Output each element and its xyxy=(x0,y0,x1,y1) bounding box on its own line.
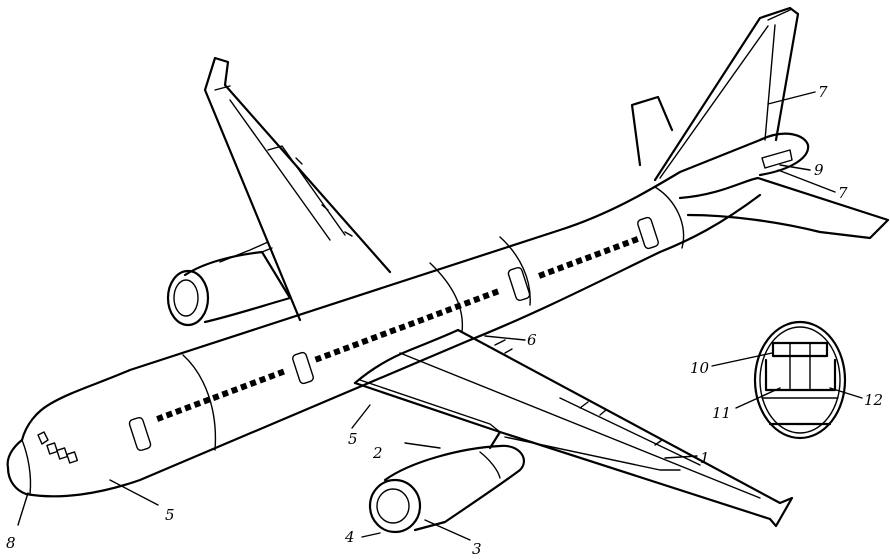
far-wing xyxy=(203,56,392,322)
cabin-window xyxy=(370,333,379,342)
label-12: 12 xyxy=(864,391,883,409)
cabin-window xyxy=(267,372,276,380)
far-engine xyxy=(166,241,292,327)
cabin-window xyxy=(212,393,220,401)
cabin-window xyxy=(258,375,267,384)
label-7-fin: 7 xyxy=(818,83,828,101)
cabin-window xyxy=(230,386,239,394)
cabin-window xyxy=(463,298,472,307)
label-10: 10 xyxy=(690,359,710,377)
far-stabilizer xyxy=(630,95,674,167)
cabin-window xyxy=(547,267,556,276)
cabin-window xyxy=(342,344,351,353)
cabin-window xyxy=(156,414,164,422)
cabin-window xyxy=(593,250,602,258)
near-stabilizer xyxy=(678,176,890,240)
label-3: 3 xyxy=(472,540,482,558)
cabin-window xyxy=(416,316,425,325)
label-7-stabilizer: 7 xyxy=(838,184,848,202)
cabin-window xyxy=(482,291,490,300)
cabin-window xyxy=(603,246,611,255)
cabin-window xyxy=(314,354,323,363)
label-5-wing: 5 xyxy=(348,430,358,448)
cabin-window xyxy=(444,305,453,314)
label-4: 4 xyxy=(344,528,355,546)
leader-lines xyxy=(17,91,863,541)
fuselage-cross-section xyxy=(753,320,847,440)
cabin-window xyxy=(333,347,341,356)
cabin-window xyxy=(621,239,630,248)
cabin-window xyxy=(221,389,230,398)
callout-labels: 1 2 3 4 5 5 6 7 7 8 9 10 11 12 xyxy=(6,83,883,558)
cabin-windows xyxy=(156,236,639,422)
cabin-window xyxy=(193,400,202,408)
cabin-window xyxy=(584,253,593,262)
label-11: 11 xyxy=(712,404,731,422)
cabin-window xyxy=(165,410,174,419)
label-1: 1 xyxy=(700,449,710,467)
cabin-window xyxy=(249,379,257,387)
cabin-window xyxy=(277,368,285,377)
cabin-window xyxy=(612,243,621,251)
cabin-window xyxy=(426,312,434,321)
cabin-window xyxy=(575,257,583,265)
cabin-window xyxy=(239,382,248,391)
cabin-window xyxy=(184,403,192,412)
cabin-window xyxy=(556,264,565,272)
label-6: 6 xyxy=(527,331,537,349)
cabin-window xyxy=(388,326,397,335)
cabin-window xyxy=(538,271,546,279)
cabin-window xyxy=(351,340,360,349)
label-5-fuselage: 5 xyxy=(165,506,175,524)
cabin-window xyxy=(631,236,639,244)
cabin-window xyxy=(379,330,388,339)
label-2: 2 xyxy=(372,444,383,462)
cabin-window xyxy=(491,288,500,297)
cabin-window xyxy=(454,302,462,311)
cabin-window xyxy=(174,407,183,415)
cabin-window xyxy=(565,260,574,269)
near-wing xyxy=(353,328,794,528)
cabin-window xyxy=(398,323,407,332)
label-8: 8 xyxy=(6,534,16,552)
label-9: 9 xyxy=(814,161,824,179)
cabin-window xyxy=(407,319,416,328)
cabin-window xyxy=(435,309,444,318)
cabin-window xyxy=(323,351,332,360)
cabin-window xyxy=(202,396,211,405)
fuselage xyxy=(6,138,762,498)
cabin-window xyxy=(472,295,481,304)
tail-cone xyxy=(758,132,810,177)
vertical-fin xyxy=(653,6,800,182)
cabin-window xyxy=(361,337,369,346)
near-engine xyxy=(368,430,525,534)
